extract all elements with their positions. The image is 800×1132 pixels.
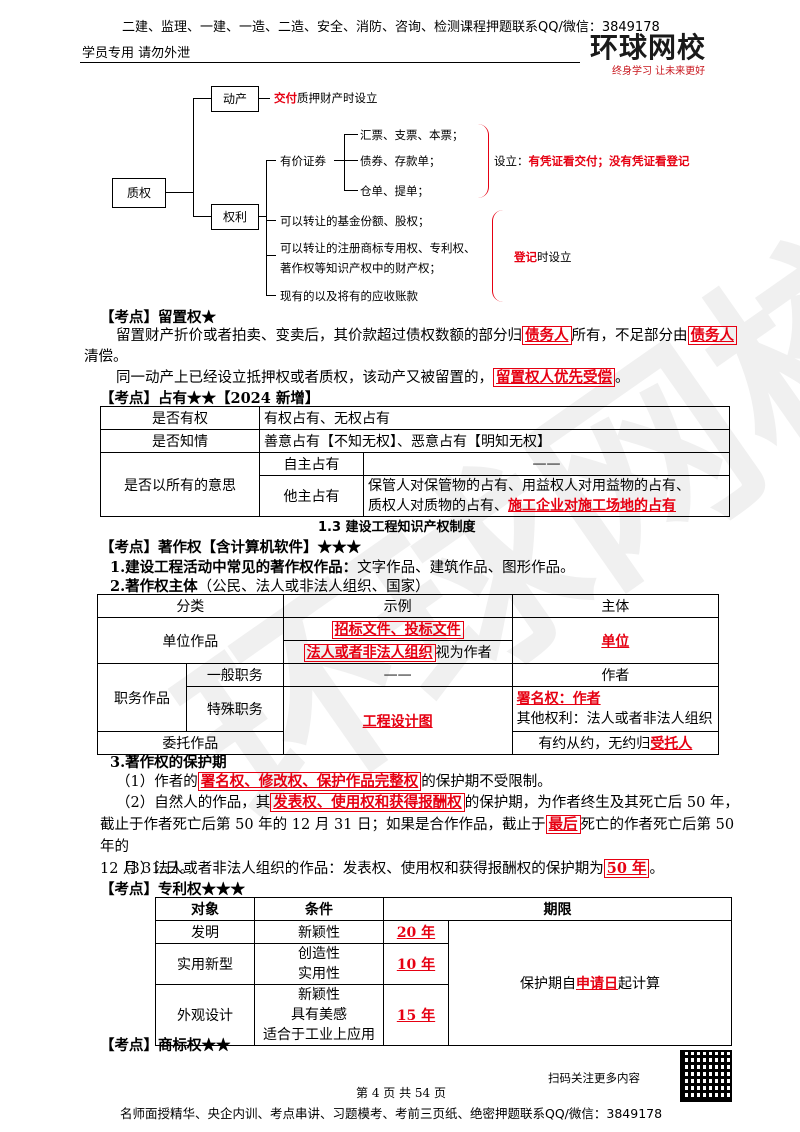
possession-heading: 【考点】占有★★【2024 新增】 <box>100 390 320 407</box>
brace-securities <box>478 124 489 198</box>
header-left: 学员专用 请勿外泄 <box>82 46 191 61</box>
lien-p1: 留置财产折价或者拍卖、变卖后，其价款超过债权数额的部分归债务人所有，不足部分由债… <box>84 325 740 368</box>
sec-rule: 设立：有凭证看交付；没有凭证看登记 <box>494 154 690 168</box>
securities: 有价证券 <box>280 154 326 168</box>
copyright-h3: 3.著作权的保护期 <box>110 754 227 771</box>
copyright-h2: 2.著作权主体（公民、法人或非法人组织、国家） <box>110 578 430 595</box>
brace-rights <box>492 210 503 302</box>
copyright-p1: （1）作者的署名权、修改权、保护作品完整权的保护期不受限制。 <box>116 772 552 791</box>
right-item-4: 现有的以及将有的应收账款 <box>280 289 418 303</box>
possession-table: 是否有权有权占有、无权占有 是否知情善意占有【不知无权】、恶意占有【明知无权】 … <box>100 406 730 517</box>
copyright-heading: 【考点】著作权【含计算机软件】★★★ <box>100 539 361 556</box>
sec-item-2: 债券、存款单； <box>360 154 441 168</box>
logo: 环球网校 <box>590 31 707 64</box>
patent-heading: 【考点】专利权★★★ <box>100 881 245 898</box>
right-item-1: 可以转让的基金份额、股权； <box>280 214 430 228</box>
scan-note: 扫码关注更多内容 <box>548 1071 640 1085</box>
right-item-3: 著作权等知识产权中的财产权； <box>280 261 441 275</box>
movable-note: 交付质押财产时设立 <box>274 91 378 105</box>
page-number: 第 4 页 共 54 页 <box>356 1086 446 1100</box>
lien-p2: 同一动产上已经设立抵押权或者质权，该动产又被留置的，留置权人优先受偿。 <box>116 368 630 387</box>
diagram-rights: 权利 <box>211 204 259 230</box>
copyright-h1: 1.建设工程活动中常见的著作权作品：文字作品、建筑作品、图形作品。 <box>110 559 575 576</box>
trademark-heading: 【考点】商标权★★ <box>100 1037 231 1054</box>
diagram-root: 质权 <box>112 178 166 208</box>
footer-bottom: 名师面授精华、央企内训、考点串讲、习题模考、考前三页纸、绝密押题联系QQ/微信：… <box>120 1106 663 1121</box>
sec-item-1: 汇票、支票、本票； <box>360 128 464 142</box>
diagram-movable: 动产 <box>211 86 259 112</box>
copyright-table: 分类示例主体 单位作品招标文件、投标文件单位 法人或者非法人组织视为作者 职务作… <box>97 594 720 755</box>
copyright-p2: （2）自然人的作品，其发表权、使用权和获得报酬权的保护期，为作者终生及其死亡后 … <box>100 793 739 877</box>
header-rule <box>80 62 580 63</box>
qr-code <box>680 1050 732 1102</box>
section-title: 1.3 建设工程知识产权制度 <box>318 520 476 535</box>
slogan: 终身学习 让未来更好 <box>612 66 706 77</box>
lien-heading: 【考点】留置权★ <box>100 309 216 326</box>
right-item-2: 可以转让的注册商标专用权、专利权、 <box>280 241 476 255</box>
header-top-line: 二建、监理、一建、一造、二造、安全、消防、咨询、检测课程押题联系QQ/微信：38… <box>122 20 660 35</box>
sec-item-3: 仓单、提单； <box>360 184 429 198</box>
reg-rule: 登记时设立 <box>514 250 572 264</box>
